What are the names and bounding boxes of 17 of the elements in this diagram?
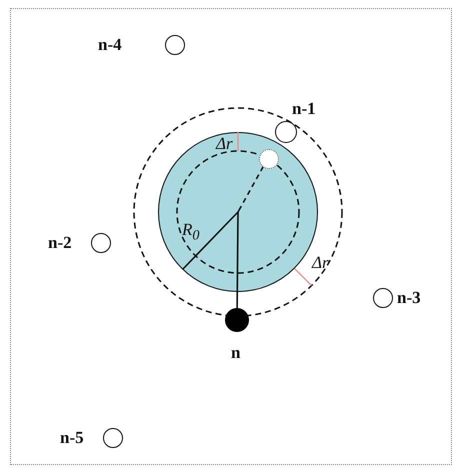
vacancy-circle (259, 149, 279, 169)
radius-label: R$_{0}$ (182, 220, 200, 246)
node-circle (165, 35, 185, 55)
node-label: n-2 (48, 233, 72, 253)
node-dot (225, 308, 249, 332)
node-label: n-3 (397, 288, 421, 308)
node-circle (275, 121, 297, 143)
node-label: n (231, 343, 240, 363)
node-label: n-4 (98, 35, 122, 55)
dimension-label: Δr (312, 253, 329, 273)
node-circle (103, 428, 123, 448)
node-label: n-5 (60, 428, 84, 448)
node-circle (91, 233, 111, 253)
dimension-label: Δr (216, 134, 233, 154)
node-label: n-1 (292, 99, 316, 119)
connector-line (236, 166, 264, 308)
node-circle (373, 288, 393, 308)
